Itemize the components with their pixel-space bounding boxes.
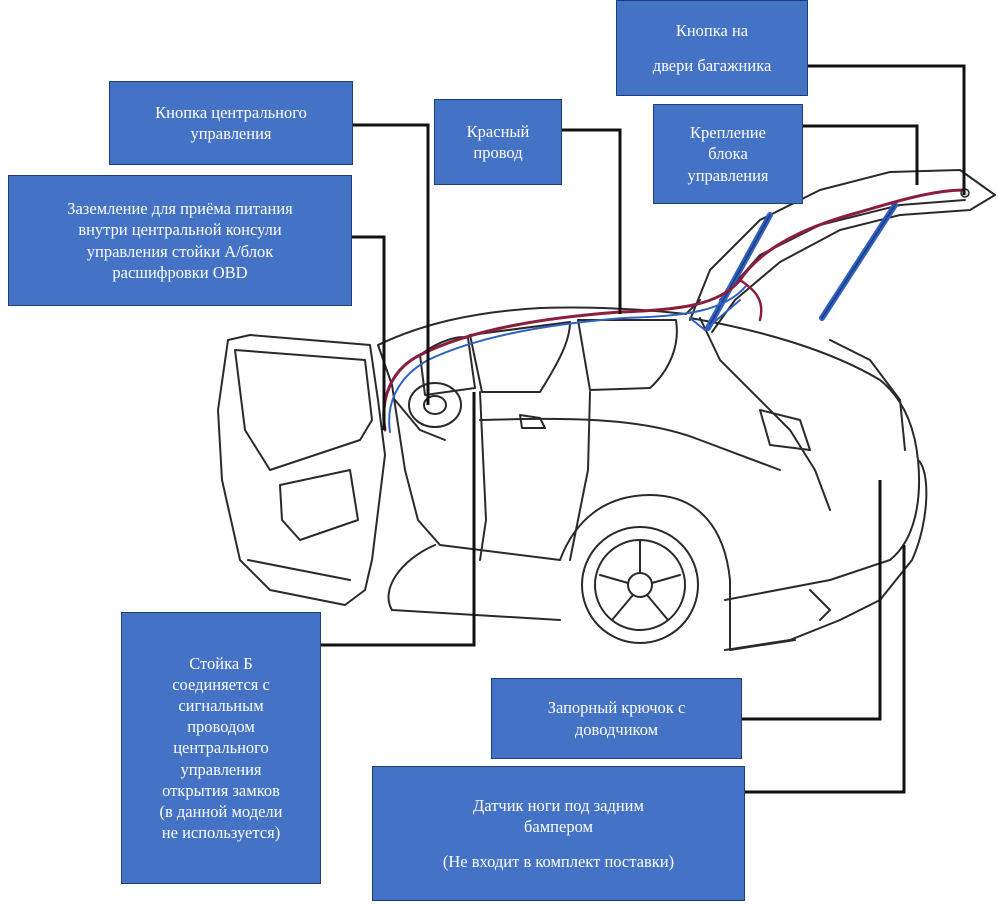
label-central-button: Кнопка центрального управления	[109, 81, 353, 165]
label-line: Стойка Б	[189, 654, 253, 673]
label-line: (в данной модели	[159, 801, 283, 821]
label-note: (Не входит в комплект поставки)	[442, 852, 675, 872]
label-foot-sensor: Датчик ноги под задним бампером (Не вход…	[372, 766, 745, 901]
label-line: управления	[687, 165, 769, 185]
label-line: открытия замков	[162, 780, 280, 800]
label-line: провод	[473, 143, 523, 162]
label-line: Кнопка на	[675, 20, 749, 40]
label-line: Крепление	[690, 123, 766, 143]
label-line: расшифровки OBD	[112, 262, 248, 282]
label-line: проводом	[187, 717, 255, 737]
label-line: Датчик ноги под задним	[473, 795, 644, 815]
wiring-harness	[382, 188, 970, 433]
label-line: управления	[190, 124, 272, 143]
label-line: внутри центральной консули	[78, 220, 282, 240]
label-line: Запорный крючок с	[547, 698, 686, 718]
label-line: соединяется с	[172, 675, 270, 695]
label-control-unit-mount: Крепление блока управления	[653, 104, 803, 204]
label-line: сигнальным	[178, 696, 264, 716]
leader-lines	[321, 64, 966, 794]
label-line: доводчиком	[574, 719, 659, 739]
label-pillar-b: Стойка Б соединяется с сигнальным провод…	[121, 612, 321, 884]
label-line: управления	[180, 759, 262, 779]
label-trunk-button: Кнопка на двери багажника	[616, 0, 808, 96]
label-latch-hook: Запорный крючок с доводчиком	[491, 678, 742, 759]
label-ground-obd: Заземление для приёма питания внутри цен…	[8, 175, 352, 306]
label-line: Заземление для приёма питания	[67, 199, 293, 219]
label-line: бампером	[524, 816, 593, 836]
label-line: блока	[708, 144, 748, 164]
label-line: центрального	[173, 738, 269, 758]
label-line: Кнопка центрального	[155, 102, 307, 122]
label-red-wire: Красный провод	[434, 99, 562, 185]
label-line: не используется)	[161, 822, 281, 842]
label-line: двери багажника	[652, 56, 772, 75]
label-line: Красный	[466, 121, 530, 141]
label-line: управления стойки A/блок	[86, 241, 274, 261]
